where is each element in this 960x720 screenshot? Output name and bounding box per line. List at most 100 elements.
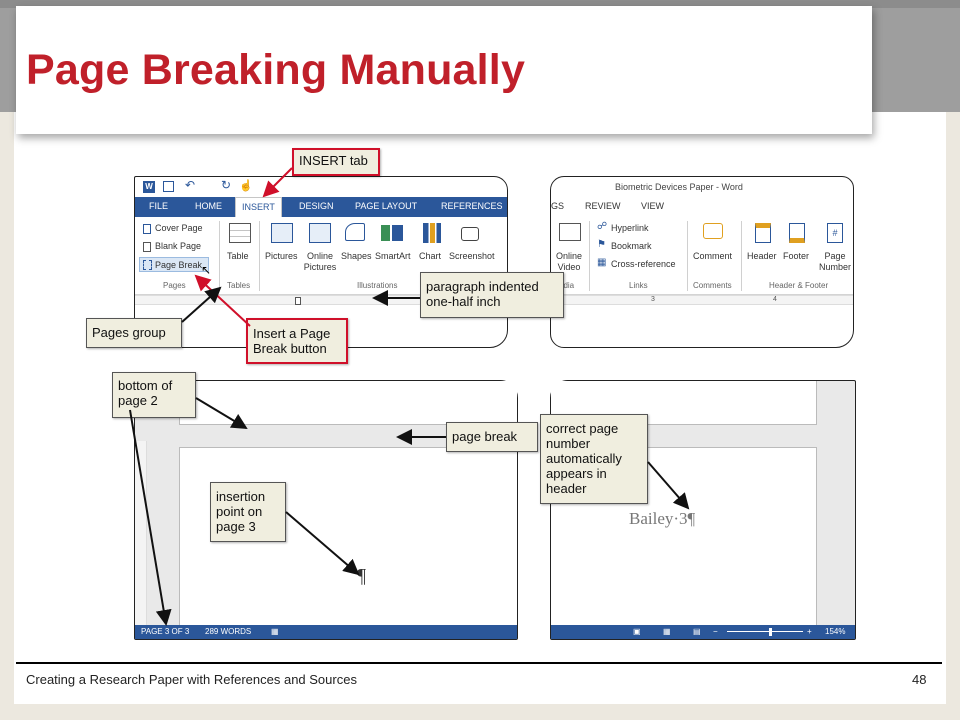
cross-reference-icon: ▦ xyxy=(597,257,607,268)
group-separator xyxy=(741,221,742,291)
indent-marker-icon[interactable] xyxy=(295,297,301,305)
page-number-button[interactable]: Page Number xyxy=(815,251,855,273)
undo-icon[interactable]: ↶ xyxy=(185,178,196,192)
window-title: Biometric Devices Paper - Word xyxy=(615,182,743,192)
online-pictures-icon xyxy=(309,223,331,243)
redo-icon[interactable]: ↻ xyxy=(221,178,232,192)
horizontal-ruler[interactable]: 3 4 xyxy=(551,295,853,305)
page-break-button[interactable]: Page Break xyxy=(155,260,203,270)
footer-button[interactable]: Footer xyxy=(783,251,810,261)
insertion-point-paragraph-mark[interactable]: ¶ xyxy=(357,565,367,587)
online-video-label-1: Online xyxy=(555,251,582,261)
ribbon-tabs: GS REVIEW VIEW xyxy=(551,197,853,217)
cross-reference-button[interactable]: Cross-reference xyxy=(611,259,676,269)
horizontal-ruler[interactable] xyxy=(135,295,425,305)
ribbon-tabs: FILE HOME INSERT DESIGN PAGE LAYOUT REFE… xyxy=(135,197,507,217)
cover-page-icon xyxy=(143,224,151,234)
tab-design[interactable]: DESIGN xyxy=(299,201,334,211)
callout-insertion-point: insertion point on page 3 xyxy=(210,482,286,542)
callout-bottom-of-page: bottom of page 2 xyxy=(112,372,196,418)
hyperlink-button[interactable]: Hyperlink xyxy=(611,223,649,233)
callout-page-break: page break xyxy=(446,422,538,452)
zoom-out-icon[interactable]: − xyxy=(713,627,718,636)
read-mode-icon[interactable]: ▣ xyxy=(633,627,641,636)
ribbon-body: Online Video edia ☍ Hyperlink ⚑ Bookmark… xyxy=(551,217,853,295)
pages-group-label: Pages xyxy=(163,281,186,290)
screenshot-button[interactable]: Screenshot xyxy=(449,251,495,261)
online-video-label-2: Video xyxy=(557,262,581,272)
web-layout-icon[interactable]: ▤ xyxy=(693,627,701,636)
comments-group-label: Comments xyxy=(693,281,732,290)
footer-text: Creating a Research Paper with Reference… xyxy=(26,672,357,687)
tab-page-layout[interactable]: PAGE LAYOUT xyxy=(355,201,418,211)
save-icon[interactable] xyxy=(163,181,174,192)
header-page-number-text[interactable]: Bailey·3¶ xyxy=(629,509,696,528)
header-button[interactable]: Header xyxy=(747,251,777,261)
comment-icon xyxy=(703,223,723,239)
smartart-icon xyxy=(381,225,403,241)
tab-file[interactable]: FILE xyxy=(149,201,169,211)
status-words[interactable]: 289 WORDS xyxy=(205,627,252,636)
blank-page-button[interactable]: Blank Page xyxy=(155,241,202,251)
ruler-mark-4: 4 xyxy=(773,296,777,303)
page-break-button-highlight[interactable] xyxy=(139,257,209,272)
table-icon xyxy=(229,223,251,243)
status-bar: PAGE 3 OF 3 289 WORDS ▦ xyxy=(135,625,517,639)
group-separator xyxy=(687,221,688,291)
status-page[interactable]: PAGE 3 OF 3 xyxy=(141,627,190,636)
vertical-ruler[interactable] xyxy=(135,441,147,627)
tab-home[interactable]: HOME xyxy=(195,201,222,211)
callout-pages-group: Pages group xyxy=(86,318,182,348)
zoom-slider-thumb[interactable] xyxy=(769,628,772,636)
pictures-button[interactable]: Pictures xyxy=(265,251,298,261)
page-2-bottom xyxy=(179,381,517,425)
smartart-button[interactable]: SmartArt xyxy=(375,251,411,261)
footer-rule xyxy=(16,662,942,664)
tab-view[interactable]: VIEW xyxy=(641,201,665,211)
bookmark-button[interactable]: Bookmark xyxy=(611,241,652,251)
word-window-bottom-left: ¶ PAGE 3 OF 3 289 WORDS ▦ xyxy=(134,380,518,640)
tables-group-label: Tables xyxy=(227,281,251,290)
table-button[interactable]: Table xyxy=(227,251,249,261)
touch-mode-icon[interactable]: ☝ xyxy=(239,180,253,192)
zoom-slider[interactable] xyxy=(727,631,803,632)
title-box xyxy=(16,6,872,134)
shapes-button[interactable]: Shapes xyxy=(341,251,372,261)
header-icon xyxy=(755,223,771,243)
word-window-top-right: Biometric Devices Paper - Word GS REVIEW… xyxy=(550,176,854,348)
tab-insert[interactable]: INSERT xyxy=(235,197,282,217)
tab-mailings[interactable]: GS xyxy=(551,201,565,211)
online-pictures-label-1: Online xyxy=(306,251,333,261)
print-layout-icon[interactable]: ▦ xyxy=(663,627,671,636)
callout-insert-tab: INSERT tab xyxy=(292,148,380,176)
tab-review[interactable]: REVIEW xyxy=(585,201,621,211)
chart-button[interactable]: Chart xyxy=(419,251,442,261)
zoom-in-icon[interactable]: + xyxy=(807,627,812,636)
proofing-icon[interactable]: ▦ xyxy=(271,627,279,636)
blank-page-icon xyxy=(143,242,151,252)
tab-references[interactable]: REFERENCES xyxy=(441,201,503,211)
zoom-level[interactable]: 154% xyxy=(825,627,846,636)
illustrations-group-label: Illustrations xyxy=(357,281,398,290)
group-separator xyxy=(219,221,220,291)
online-video-button[interactable]: Online Video xyxy=(551,251,587,273)
page-break-icon xyxy=(143,260,152,270)
online-video-icon xyxy=(559,223,581,241)
shapes-icon xyxy=(345,223,365,241)
page-number-label-1: Page xyxy=(824,251,846,261)
links-group-label: Links xyxy=(629,281,648,290)
comment-button[interactable]: Comment xyxy=(693,251,733,261)
slide-title: Page Breaking Manually xyxy=(26,46,526,94)
mouse-pointer-icon: ↖ xyxy=(201,263,212,277)
page-number: 48 xyxy=(912,672,927,687)
page-number-icon: # xyxy=(827,223,843,243)
cover-page-button[interactable]: Cover Page xyxy=(155,223,203,233)
top-bar xyxy=(0,0,960,8)
screenshot-icon xyxy=(461,227,479,241)
online-pictures-button[interactable]: Online Pictures xyxy=(301,251,339,273)
word-logo-icon: W xyxy=(143,181,155,193)
chart-icon xyxy=(423,223,441,243)
group-separator xyxy=(589,221,590,291)
ruler-mark-3: 3 xyxy=(651,296,655,303)
page-number-label-2: Number xyxy=(818,262,851,272)
